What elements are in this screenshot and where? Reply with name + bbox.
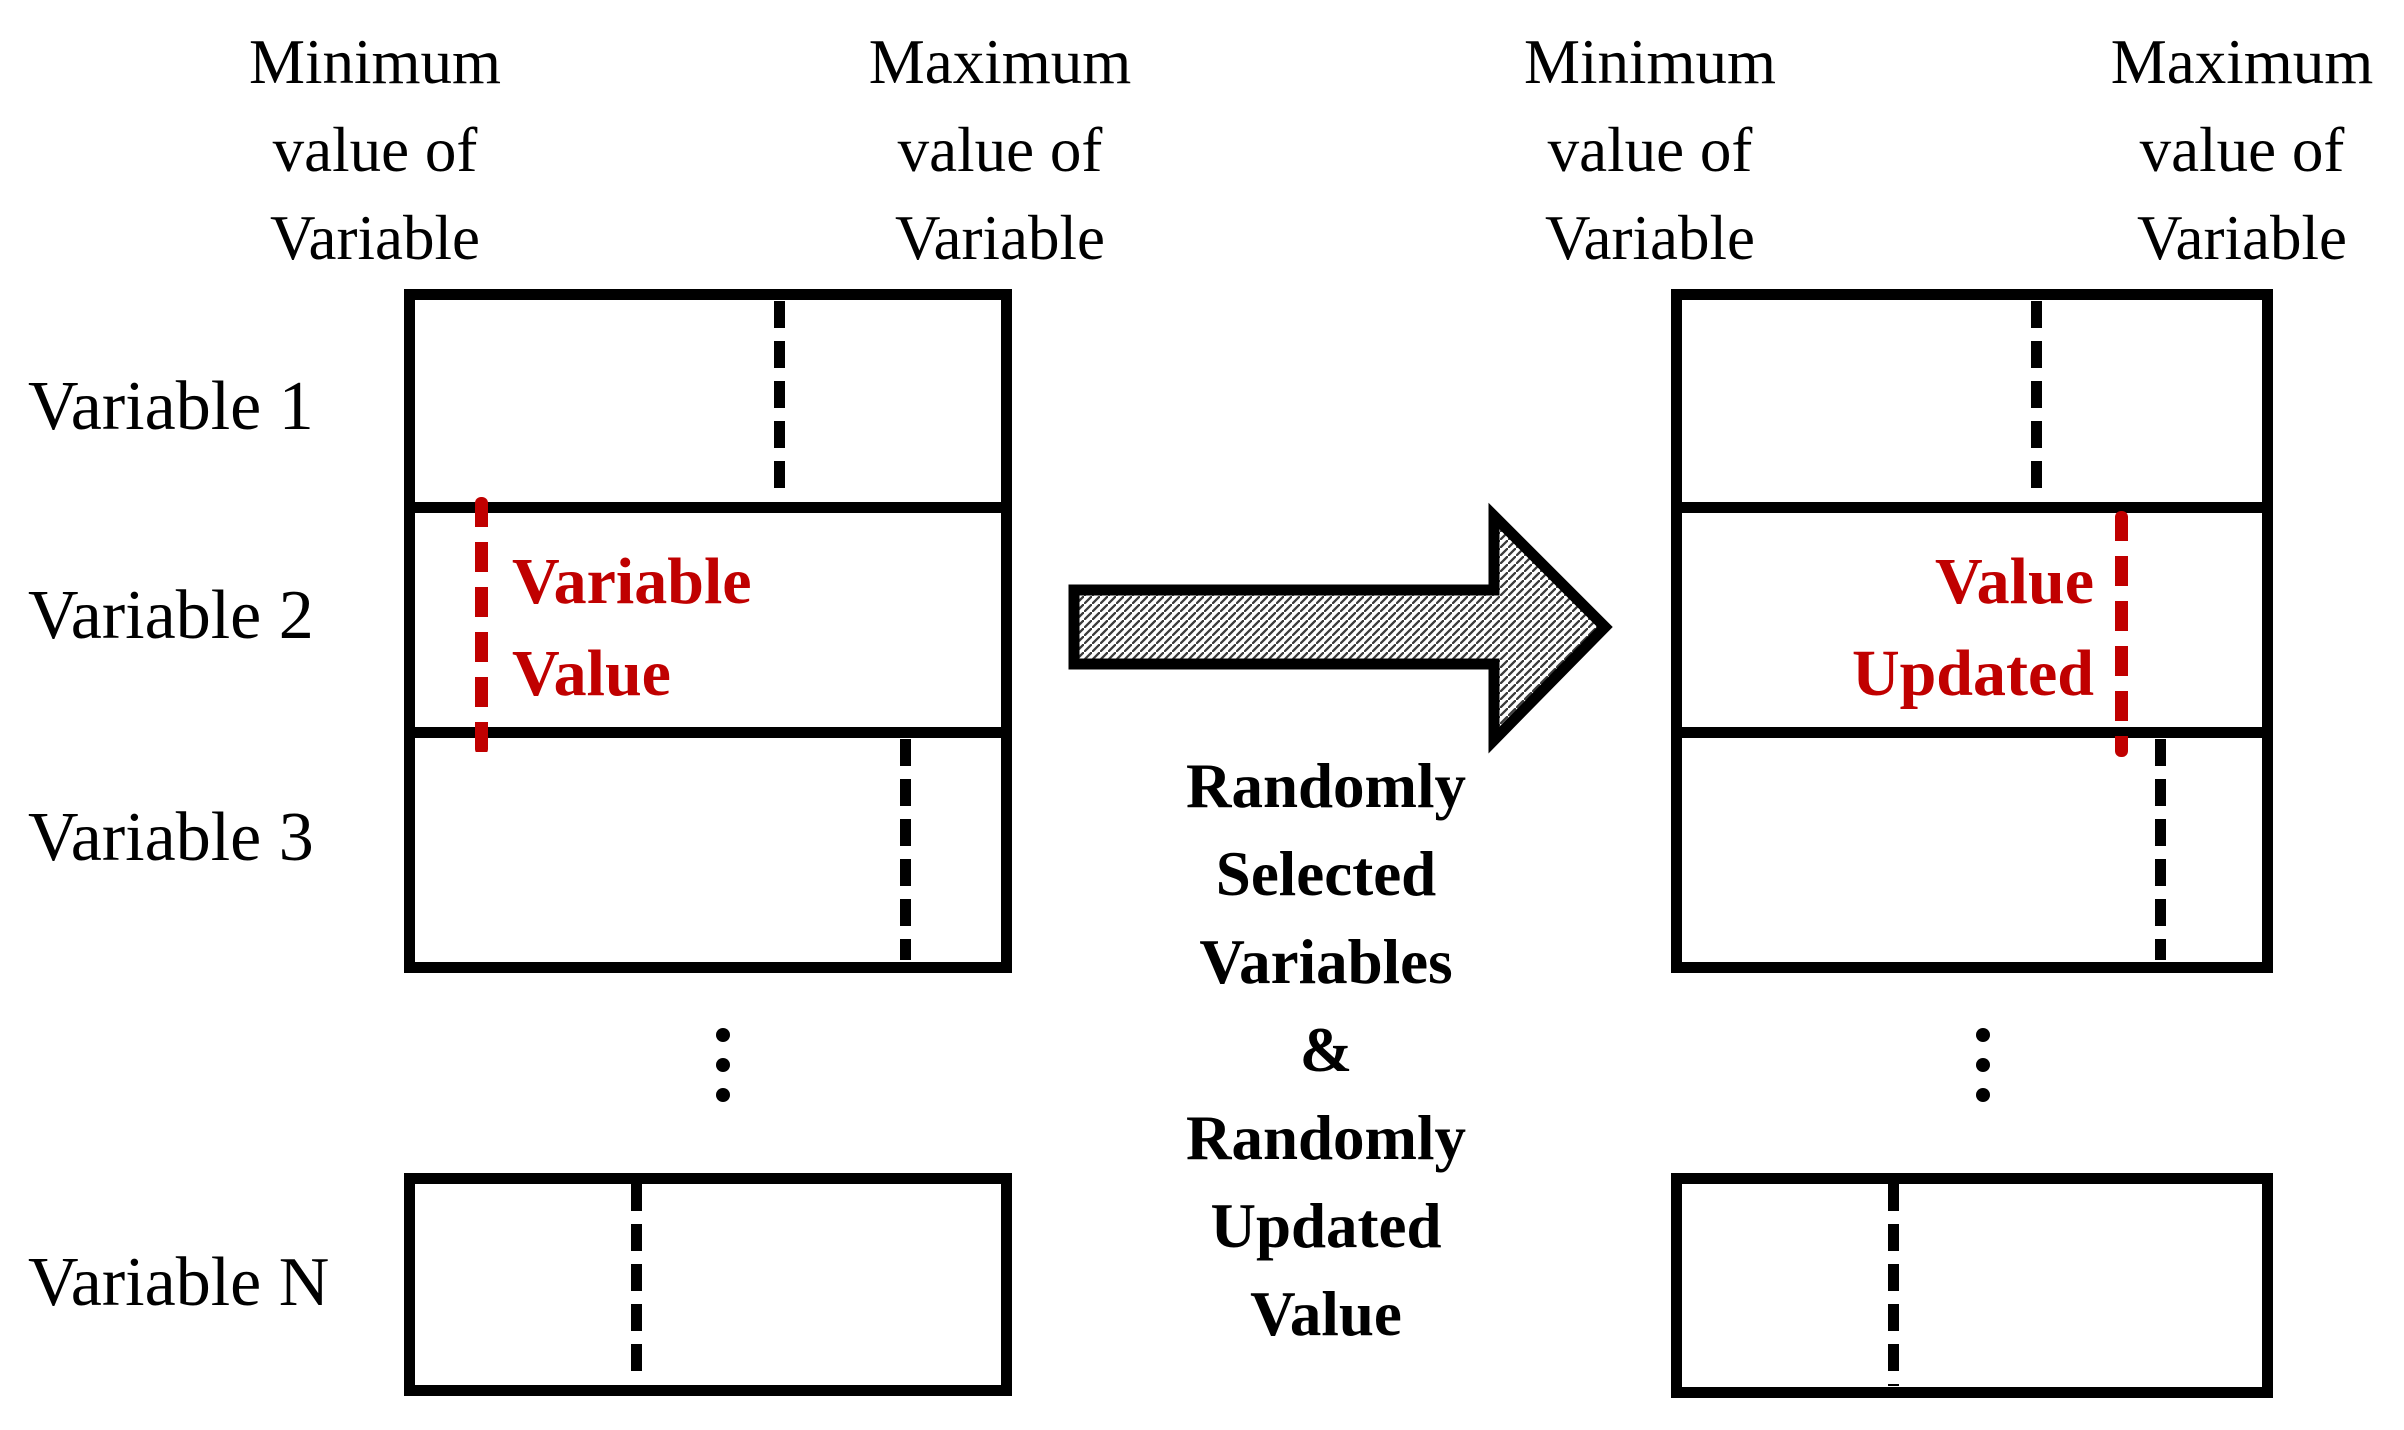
- annotation-line: Updated: [1851, 637, 2094, 710]
- header-line: Maximum: [868, 27, 1132, 97]
- current-value-marker: [475, 497, 488, 755]
- annotation-line: Value: [512, 637, 671, 710]
- caption-line: Selected: [1215, 839, 1437, 909]
- header-line: Variable: [895, 203, 1105, 273]
- header-right-min: Minimum value of Variable: [1410, 18, 1890, 282]
- caption-line: Updated: [1210, 1191, 1442, 1261]
- caption-line: Value: [1250, 1279, 1402, 1349]
- updated-value-annotation: Value Updated: [1852, 536, 2094, 720]
- header-line: value of: [1547, 115, 1753, 185]
- table-row-variable-1: [415, 300, 1001, 513]
- caption-line: Randomly: [1185, 751, 1467, 821]
- ellipsis-dot: [1976, 1058, 1990, 1072]
- table-row-variable-3: [415, 738, 1001, 962]
- current-value-annotation: Variable Value: [512, 536, 752, 720]
- header-line: Maximum: [2110, 27, 2374, 97]
- header-left-max: Maximum value of Variable: [760, 18, 1240, 282]
- header-line: Minimum: [248, 27, 502, 97]
- right-arrow-icon: [1068, 502, 1613, 754]
- value-marker-line-left-variable-n: [631, 1184, 642, 1384]
- ellipsis-dot: [1976, 1088, 1990, 1102]
- header-line: value of: [897, 115, 1103, 185]
- left-variable-n-box: [404, 1173, 1012, 1396]
- header-right-max: Maximum value of Variable: [2080, 18, 2404, 282]
- value-marker-line-right-variable-n: [1888, 1184, 1899, 1386]
- header-line: Variable: [270, 203, 480, 273]
- header-line: Variable: [1545, 203, 1755, 273]
- updated-value-marker: [2115, 511, 2128, 757]
- header-line: value of: [272, 115, 478, 185]
- value-marker-line-right-variable-1: [2031, 301, 2042, 497]
- annotation-line: Variable: [512, 545, 752, 618]
- row-label-variable-1: Variable 1: [28, 368, 314, 445]
- annotation-line: Value: [1935, 545, 2094, 618]
- arrow-caption: Randomly Selected Variables & Randomly U…: [1126, 742, 1526, 1358]
- table-row-variable-2: [415, 513, 1001, 738]
- caption-line: Randomly: [1185, 1103, 1467, 1173]
- right-variable-n-box: [1671, 1173, 2273, 1398]
- right-variable-table: [1671, 289, 2273, 973]
- header-left-min: Minimum value of Variable: [135, 18, 615, 282]
- row-label-variable-3: Variable 3: [28, 799, 314, 876]
- value-marker-line-left-variable-3: [900, 739, 911, 960]
- ellipsis-dot: [716, 1028, 730, 1042]
- table-row-variable-2: [1682, 513, 2262, 738]
- ellipsis-dot: [716, 1088, 730, 1102]
- table-row-variable-1: [1682, 300, 2262, 513]
- header-line: Minimum: [1523, 27, 1777, 97]
- header-line: Variable: [2137, 203, 2347, 273]
- ellipsis-dot: [1976, 1028, 1990, 1042]
- left-variable-table: [404, 289, 1012, 973]
- caption-line: &: [1299, 1015, 1353, 1085]
- header-line: value of: [2139, 115, 2345, 185]
- caption-line: Variables: [1199, 927, 1453, 997]
- table-row-variable-3: [1682, 738, 2262, 962]
- row-label-variable-2: Variable 2: [28, 577, 314, 654]
- value-marker-line-right-variable-3: [2155, 739, 2166, 960]
- value-marker-line-left-variable-1: [774, 301, 785, 497]
- row-label-variable-n: Variable N: [28, 1244, 330, 1321]
- ellipsis-dot: [716, 1058, 730, 1072]
